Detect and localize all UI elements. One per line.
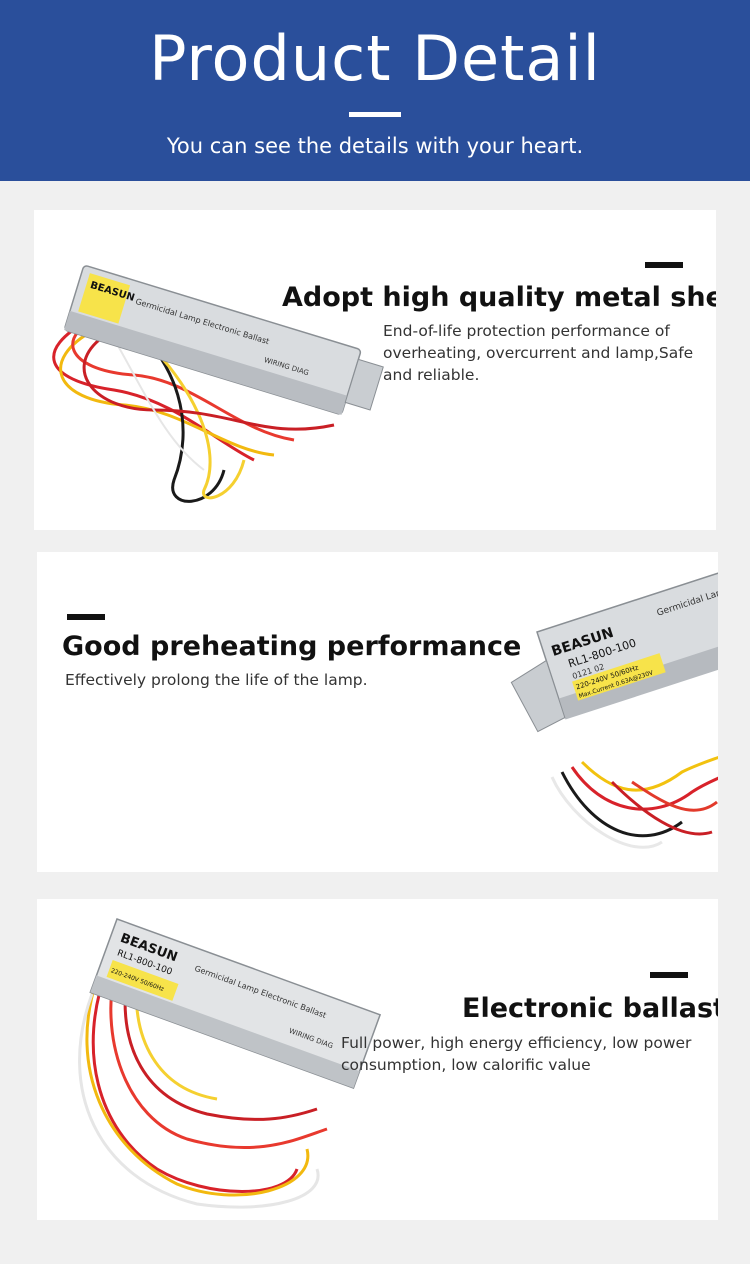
- page-header: Product Detail You can see the details w…: [0, 0, 750, 181]
- page-title: Product Detail: [149, 22, 601, 95]
- feature-heading: Adopt high quality metal shell: [282, 282, 716, 313]
- feature-heading: Electronic ballast: [462, 993, 718, 1024]
- heading-dash: [650, 972, 688, 978]
- feature-card-metal-shell: BEASUN Germicidal Lamp Electronic Ballas…: [34, 210, 716, 530]
- feature-description: End-of-life protection performance of ov…: [383, 322, 694, 384]
- heading-dash: [645, 262, 683, 268]
- feature-description: Full power, high energy efficiency, low …: [341, 1034, 692, 1074]
- ballast-product-image: BEASUN RL1-800-100 220-240V 50/60Hz Germ…: [78, 918, 382, 1209]
- title-underline: [349, 112, 401, 117]
- feature-card-electronic-ballast: BEASUN RL1-800-100 220-240V 50/60Hz Germ…: [37, 899, 718, 1220]
- ballast-product-image: BEASUN Germicidal Lamp Electronic Ballas…: [52, 265, 384, 503]
- ballast-product-image: BEASUN RL1-800-100 0121 02 220-240V 50/6…: [510, 572, 718, 849]
- page-subtitle: You can see the details with your heart.: [166, 134, 584, 158]
- feature-heading: Good preheating performance: [62, 631, 522, 662]
- feature-card-preheating: Good preheating performance Effectively …: [37, 552, 718, 872]
- feature-description: Effectively prolong the life of the lamp…: [65, 671, 368, 689]
- heading-dash: [67, 614, 105, 620]
